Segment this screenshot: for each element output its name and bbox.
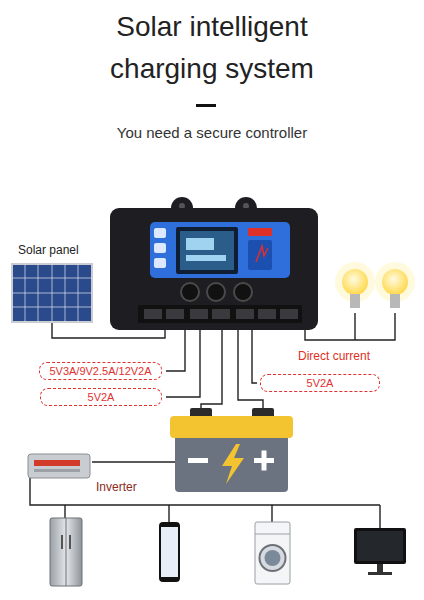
charge-controller: [110, 197, 318, 330]
current-label: Direct current: [298, 349, 370, 363]
inverter: [28, 454, 90, 478]
title-bar: [196, 104, 216, 107]
rating-box: 5V2A: [260, 374, 380, 392]
monitor: [354, 528, 406, 575]
subtitle: You need a secure controller: [0, 124, 424, 141]
refrigerator: [50, 518, 82, 586]
rating-text: 5V3A/9V2.5A/12V2A: [49, 364, 151, 378]
rating-box: 5V2A: [40, 388, 162, 406]
battery: [170, 408, 293, 492]
solar-panel: [12, 264, 92, 322]
page-title: Solar intelligent charging system: [72, 6, 352, 90]
washing-machine: [255, 522, 290, 584]
rating-box: 5V3A/9V2.5A/12V2A: [39, 362, 162, 380]
wires: [30, 313, 395, 528]
smartphone: [159, 522, 180, 582]
rating-text: 5V2A: [88, 390, 115, 404]
part-label: Solar panel: [18, 243, 79, 257]
rating-text: 5V2A: [307, 376, 334, 390]
light-bulbs: [335, 262, 415, 308]
part-label: Inverter: [96, 480, 137, 494]
